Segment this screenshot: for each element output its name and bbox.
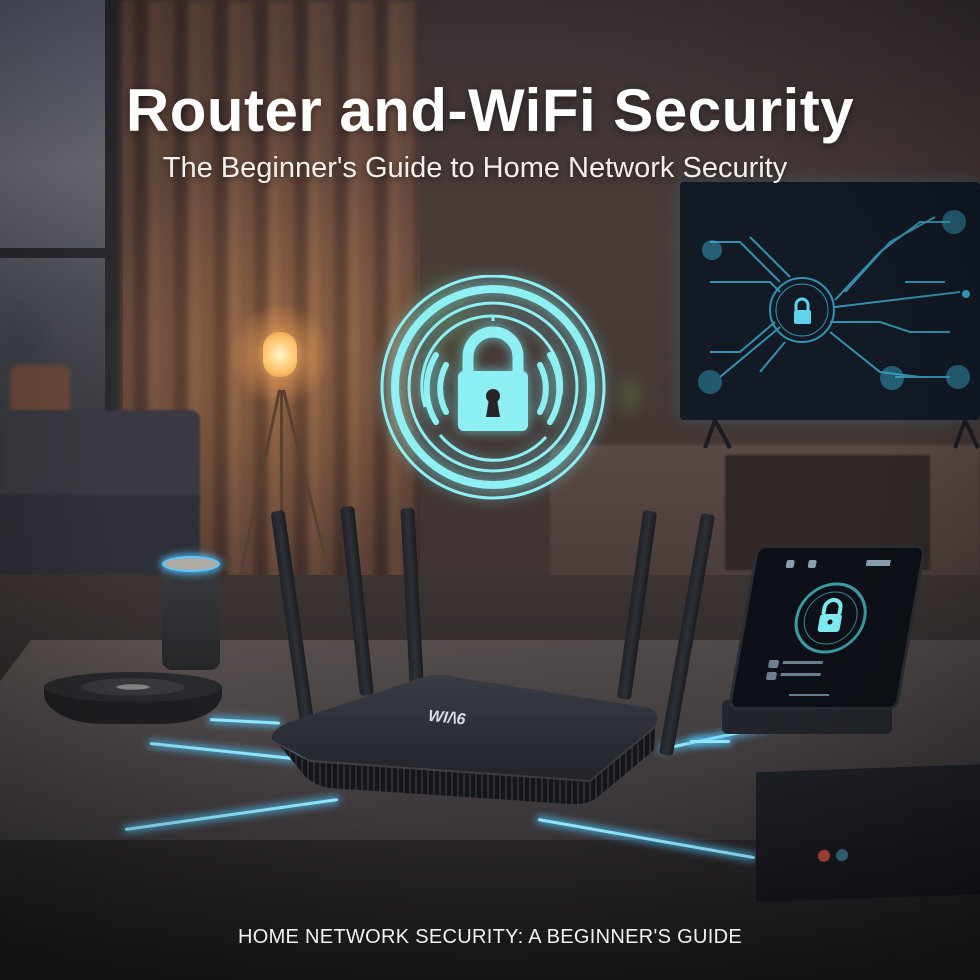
sofa-back [0, 410, 200, 505]
glow-line [690, 740, 730, 743]
padlock-wifi-icon [380, 274, 606, 500]
smart-speaker [162, 560, 220, 670]
circuit-lock-icon [698, 210, 970, 394]
status-led-red [818, 849, 830, 863]
hologram-padlock [378, 274, 608, 505]
tablet [727, 545, 927, 710]
small-plant [600, 350, 660, 440]
window-mullion-horizontal [0, 248, 120, 258]
padlock-shield-icon [766, 560, 891, 696]
robot-vacuum-top [44, 672, 222, 702]
sofa [0, 365, 200, 590]
status-led-blue [836, 848, 848, 862]
window-mullion [105, 0, 123, 420]
window [0, 0, 123, 420]
wifi-router: WI/\6 [270, 670, 660, 810]
footer-caption: HOME NETWORK SECURITY: A BEGINNER'S GUID… [238, 926, 742, 948]
page-subtitle: The Beginner's Guide to Home Network Sec… [162, 152, 788, 184]
tv [680, 182, 980, 420]
tv-stand [700, 419, 980, 450]
lamp-leg [280, 390, 283, 590]
robot-vacuum [44, 672, 222, 732]
router-label: WI/\6 [427, 708, 466, 729]
lamp-bulb-icon [263, 332, 297, 377]
smart-speaker-light-ring [162, 556, 220, 572]
page-title: Router and-WiFi Security [125, 77, 855, 144]
set-top-box [756, 763, 980, 903]
